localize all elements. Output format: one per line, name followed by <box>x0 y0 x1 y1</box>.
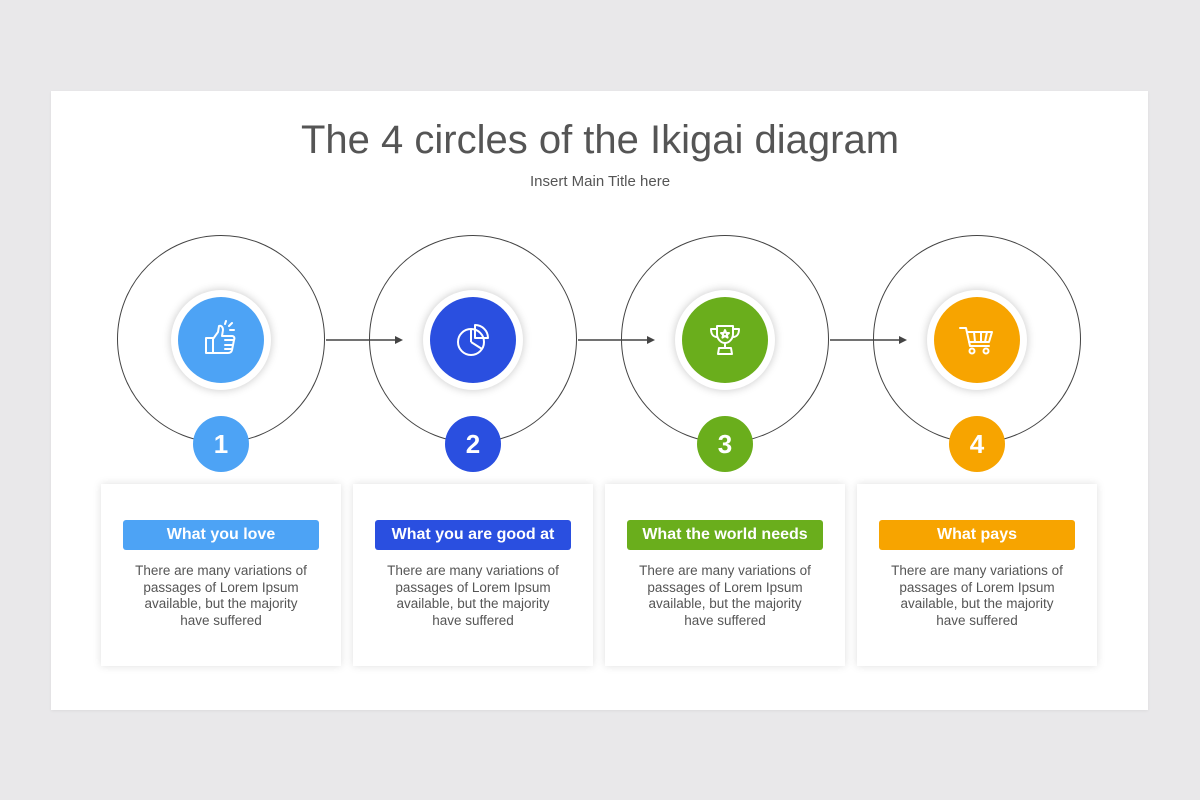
card-label: What you love <box>123 520 319 550</box>
card-label: What the world needs <box>627 520 823 550</box>
connector-arrow <box>578 336 655 344</box>
connector-arrow <box>326 336 403 344</box>
icon-disc <box>682 297 768 383</box>
trophy-icon <box>710 325 740 355</box>
card-description: There are many variations of passages of… <box>891 563 1063 628</box>
step-card: What the world needs There are many vari… <box>605 484 845 666</box>
card-label: What you are good at <box>375 520 571 550</box>
step-number-badge: 1 <box>193 416 249 472</box>
thumbs-up-icon <box>205 320 236 354</box>
step-number-badge: 4 <box>949 416 1005 472</box>
step-card: What you love There are many variations … <box>101 484 341 666</box>
step-card: What pays There are many variations of p… <box>857 484 1097 666</box>
step-number-badge: 3 <box>697 416 753 472</box>
step-card: What you are good at There are many vari… <box>353 484 593 666</box>
card-description: There are many variations of passages of… <box>387 563 559 628</box>
pie-chart-icon <box>457 324 489 356</box>
page-title: The 4 circles of the Ikigai diagram <box>300 118 900 162</box>
icon-disc <box>430 297 516 383</box>
shopping-cart-icon <box>959 327 993 355</box>
icon-disc <box>178 297 264 383</box>
card-description: There are many variations of passages of… <box>135 563 307 628</box>
card-description: There are many variations of passages of… <box>639 563 811 628</box>
page-subtitle: Insert Main Title here <box>529 173 671 190</box>
icon-disc <box>934 297 1020 383</box>
step-number-badge: 2 <box>445 416 501 472</box>
connector-arrow <box>830 336 907 344</box>
card-label: What pays <box>879 520 1075 550</box>
